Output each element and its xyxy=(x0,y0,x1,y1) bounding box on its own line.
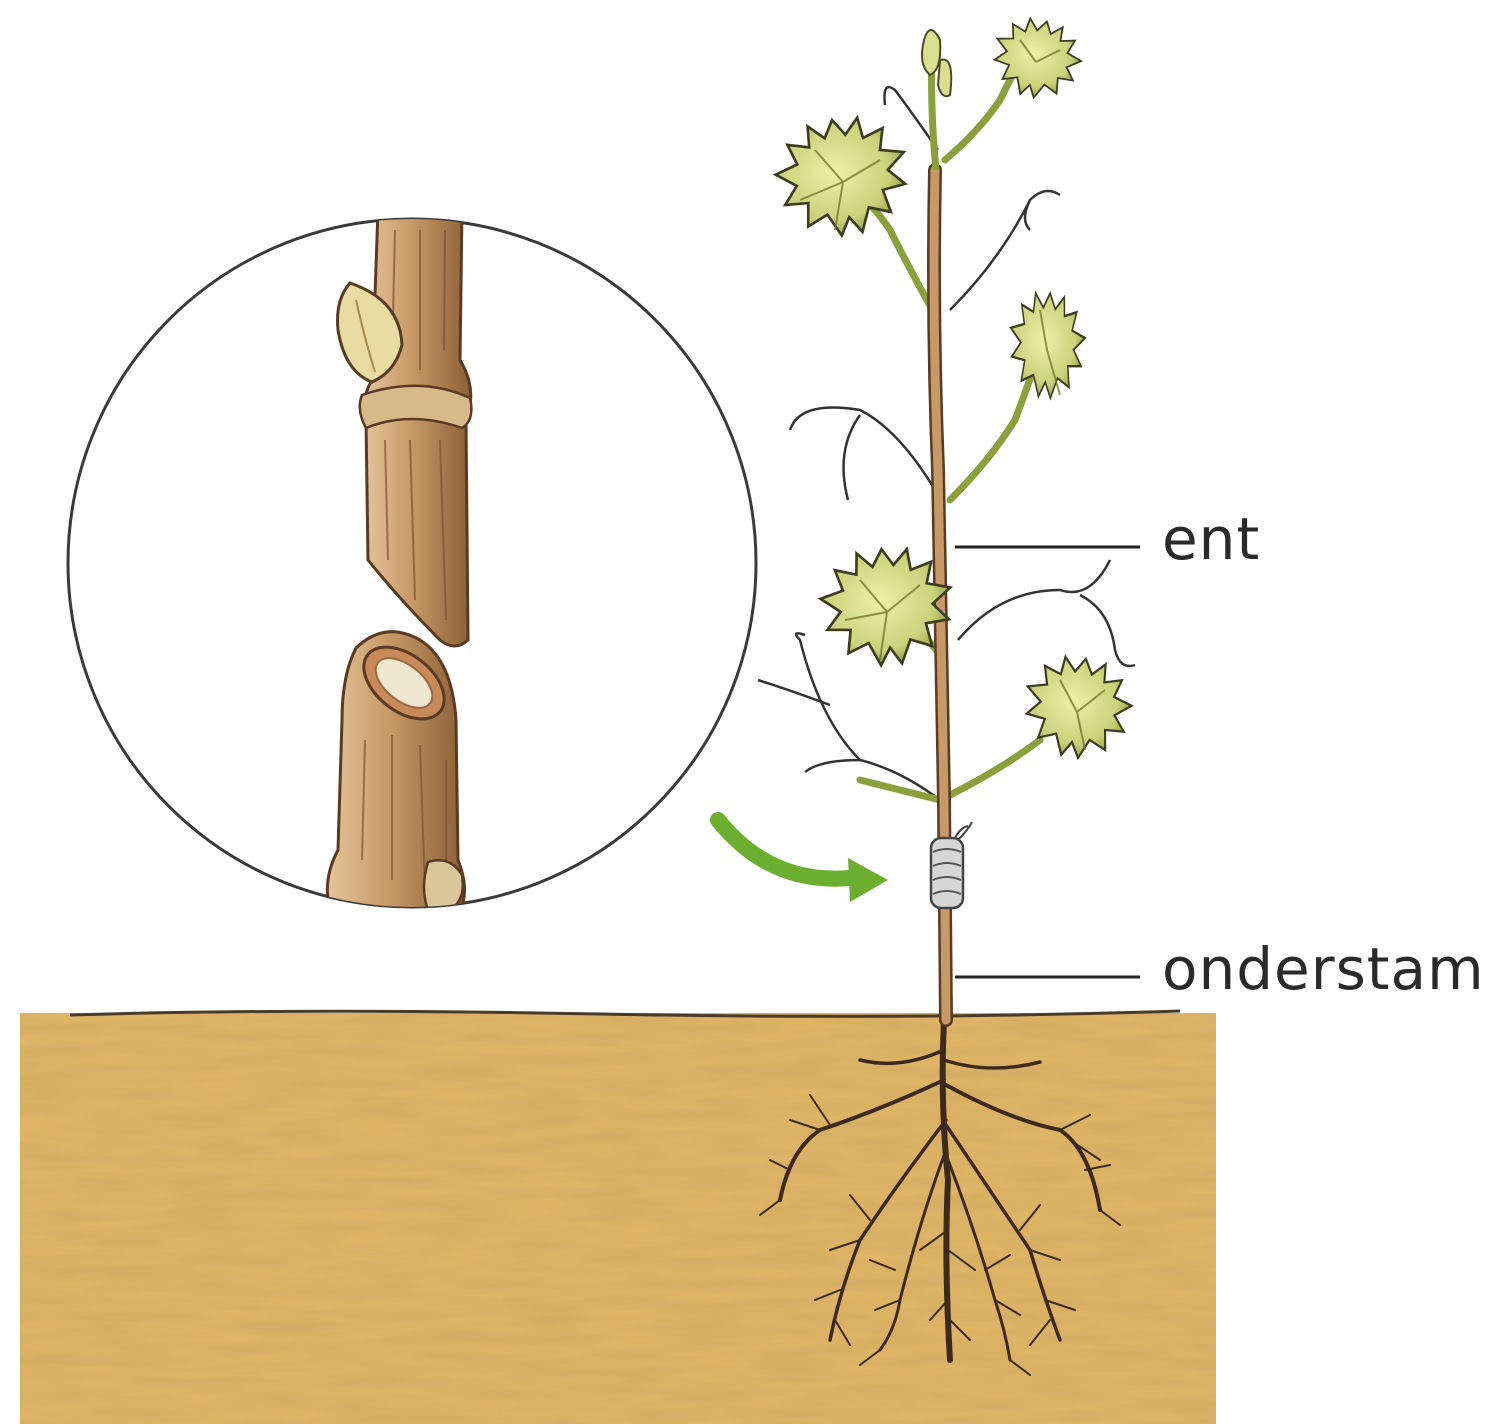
rootstock-label: onderstam xyxy=(1162,940,1485,998)
soil xyxy=(20,1011,1216,1424)
green-curved-arrow-icon xyxy=(718,820,888,902)
scion-label: ent xyxy=(1162,510,1260,568)
magnified-graft-icon xyxy=(68,210,756,910)
grape-vine-icon xyxy=(758,10,1138,1020)
grafting-tape-icon xyxy=(931,822,972,908)
